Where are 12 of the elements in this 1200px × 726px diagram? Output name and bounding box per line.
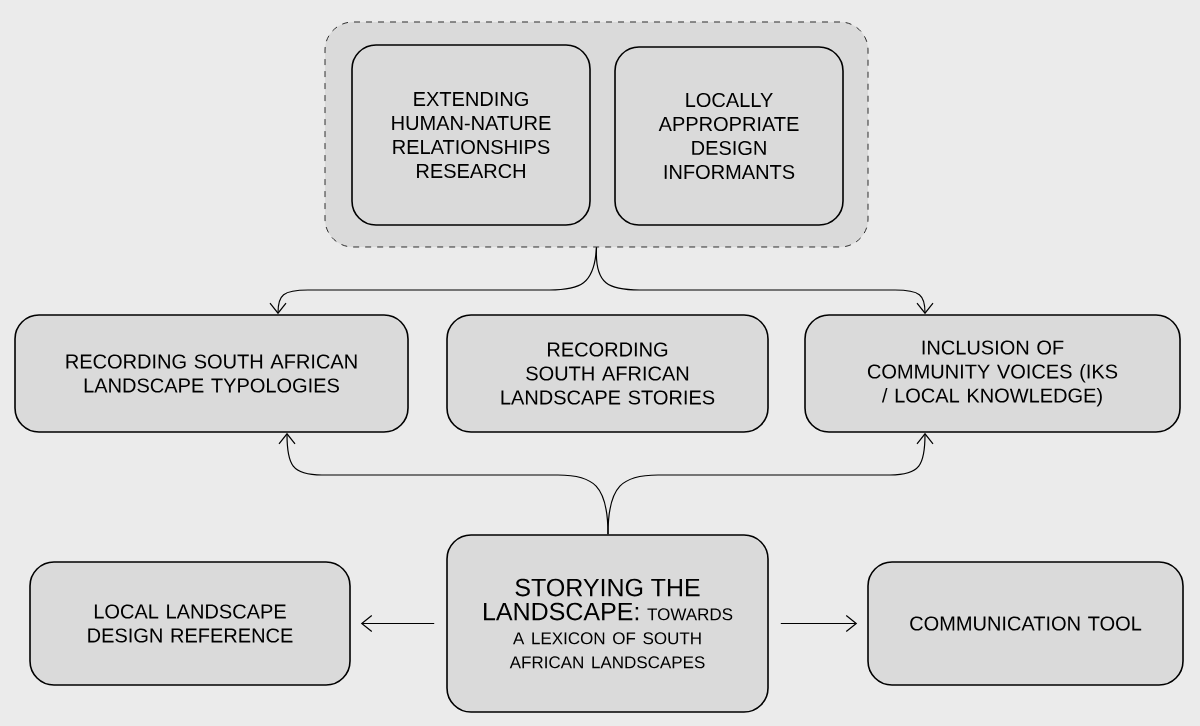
arrow <box>595 246 934 315</box>
process-box: LOCAL LANDSCAPE DESIGN REFERENCE <box>29 561 351 686</box>
arrow <box>607 432 934 535</box>
process-box: INCLUSION OF COMMUNITY VOICES (IKS / LOCAL KNOWLEDGE) <box>804 314 1181 433</box>
process-box: RECORDING SOUTH AFRICAN LANDSCAPE TYPOLOGIES <box>14 314 409 433</box>
arrow <box>780 614 858 633</box>
process-box: EXTENDING HUMAN-NATURE RELATIONSHIPS RESEARCH <box>351 44 591 226</box>
process-box: COMMUNICATION TOOL <box>867 561 1184 686</box>
process-box: STORYING THE LANDSCAPE: TOWARDS A LEXICON OF SOUTH AFRICAN LANDSCAPES <box>446 534 769 713</box>
process-box: LOCALLY APPROPRIATE DESIGN INFORMANTS <box>614 46 844 226</box>
process-box: RECORDING SOUTH AFRICAN LANDSCAPE STORIES <box>446 314 769 433</box>
arrow <box>360 614 435 633</box>
